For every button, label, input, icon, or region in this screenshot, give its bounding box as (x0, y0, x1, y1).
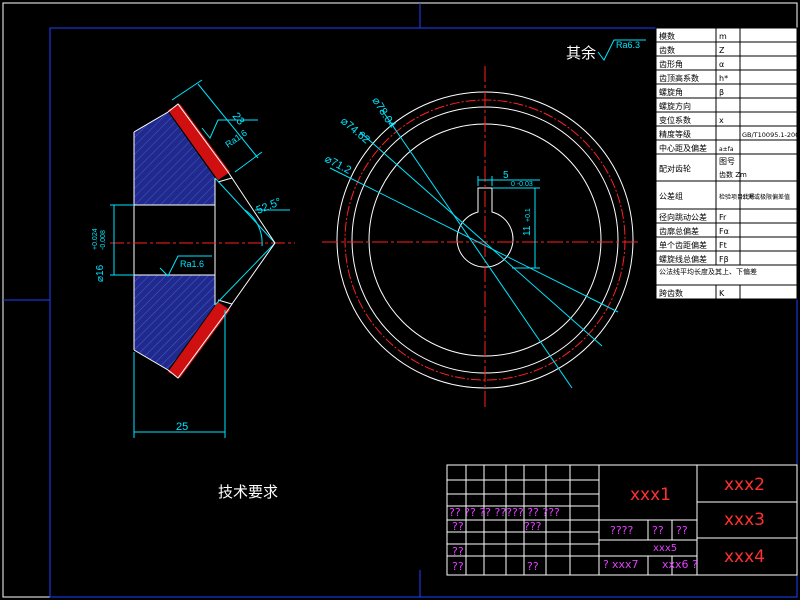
section-hatch-top (134, 112, 215, 205)
param-table-bg (655, 27, 798, 300)
param-row-symbol: 检验项目代号 (719, 193, 755, 201)
param-row-sub: 齿数 Zm (719, 170, 747, 179)
param-row-symbol: x (719, 116, 724, 125)
param-row-symbol: 图号 (719, 157, 735, 166)
front-view: ⌀78.04 ⌀74.62 ⌀71.2 5 0 -0.03 11 +0.1 (322, 66, 640, 410)
param-row-label: 跨齿数 (659, 288, 683, 298)
param-row-symbol: β (719, 88, 724, 97)
param-row-symbol: α (719, 60, 724, 69)
tb-q-j: ? (692, 558, 698, 571)
param-row-symbol: Fr (719, 213, 727, 222)
param-row-label: 齿廓总偏差 (659, 226, 699, 236)
tb-q-i: ? (603, 558, 609, 571)
title-block: xxx1 xxx2 xxx3 xxx4 xxx5 xxx6 xxx7 ?? ??… (446, 464, 798, 576)
title-xxx3: xxx3 (724, 510, 765, 530)
roughness-bore: Ra1.6 (159, 255, 212, 277)
param-row-symbol: h* (719, 74, 728, 83)
tech-requirements-title: 技术要求 (218, 483, 278, 501)
roughness-note-text: 其余 (566, 44, 596, 62)
tooth-bottom (168, 302, 230, 378)
param-row-label: 公法线平均长度及其上、下偏差 (659, 267, 757, 276)
dim-angle-label: 52.5° (255, 196, 283, 217)
param-row-symbol: Ft (719, 241, 727, 250)
roughness-note: 其余 Ra6.3 (566, 39, 646, 62)
dim-keyway-depth: 11 (522, 225, 533, 236)
title-xxx6: xxx6 (662, 558, 689, 571)
param-row-label: 配对齿轮 (659, 164, 691, 174)
tb-q-b: ??? (524, 520, 542, 533)
tb-q-g: ?? (452, 560, 464, 573)
inner-border (49, 27, 798, 598)
param-row-value: 公差或极限偏差值 (742, 193, 790, 201)
dim-bore-label: ⌀16 (95, 264, 106, 282)
dim-bore-tol-lower: -0.008 (100, 230, 107, 250)
tb-q-f: ?? (452, 545, 464, 558)
title-xxx4: xxx4 (724, 547, 765, 567)
dim-keyway-width: 5 (503, 170, 509, 181)
param-row-symbol: Fβ (719, 255, 729, 264)
roughness-note-value: Ra6.3 (616, 40, 640, 50)
tooth-top (168, 104, 230, 180)
tb-q-c: ???? (610, 524, 634, 537)
param-row-symbol: Z (719, 46, 725, 55)
param-row-symbol: Fα (719, 227, 729, 236)
param-row-label: 齿形角 (659, 59, 683, 69)
dim-bore-tol-upper: +0.024 (92, 228, 99, 250)
dim-keyway-depth-tol: +0.1 (525, 208, 532, 222)
dim-dia-pitch: ⌀74.62 (338, 115, 372, 146)
dim-dia-root: ⌀71.2 (323, 153, 353, 177)
tb-q-a: ?? (452, 520, 464, 533)
section-hatch-bottom (134, 275, 215, 370)
dim-keyway-width-tol: 0 -0.03 (511, 181, 533, 188)
title-xxx1: xxx1 (630, 485, 671, 505)
param-row-label: 公差组 (659, 191, 683, 201)
param-row-label: 螺旋角 (659, 87, 683, 97)
tb-q-h: ?? (527, 560, 539, 573)
param-row-label: 精度等级 (659, 129, 691, 139)
param-row-label: 齿顶高系数 (659, 73, 699, 83)
tb-q-e: ?? (676, 524, 688, 537)
param-row-label: 中心距及偏差 (659, 143, 707, 153)
param-row-symbol: a±fa (719, 146, 734, 153)
svg-text:Ra1.6: Ra1.6 (180, 259, 204, 269)
param-row-label: 径向跳动公差 (659, 212, 707, 222)
dim-width-label: 25 (176, 421, 188, 433)
param-row-label: 螺旋方向 (659, 101, 691, 111)
side-view: 25 23 52.5° ⌀16 +0.024 -0.008 Ra1.6 Ra1.… (92, 79, 295, 438)
roughness-face: Ra1.6 (201, 119, 258, 150)
tb-row-a: ?? ?? ?? ????? ?? ??? (449, 506, 560, 519)
param-row-label: 模数 (659, 31, 675, 41)
title-xxx2: xxx2 (724, 475, 765, 495)
param-row-value: GB/T10095.1-2001 (742, 131, 800, 139)
dim-face-label: 23 (230, 110, 247, 127)
title-xxx5: xxx5 (653, 543, 677, 554)
param-row-symbol: K (719, 289, 725, 298)
param-row-label: 变位系数 (659, 115, 691, 125)
param-row-symbol: m (719, 32, 727, 41)
dim-dia-outer: ⌀78.04 (369, 95, 397, 130)
param-row-label: 单个齿距偏差 (659, 240, 707, 250)
tb-q-d: ?? (652, 524, 664, 537)
param-row-label: 螺旋线总偏差 (659, 254, 707, 264)
param-row-label: 齿数 (659, 45, 675, 55)
title-xxx7: xxx7 (612, 558, 639, 571)
